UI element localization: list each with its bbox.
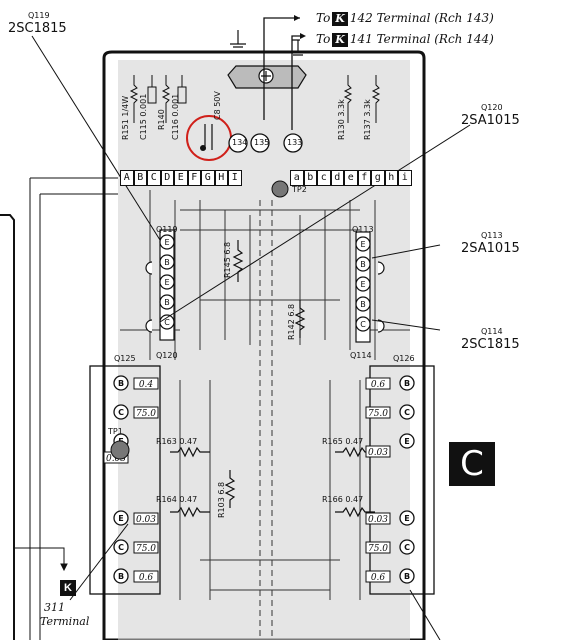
svg-text:0.03: 0.03: [136, 515, 156, 525]
q119-ref: Q119: [28, 11, 50, 20]
left-panel-edge: [0, 214, 15, 640]
r165-label: R165 0.47: [322, 437, 364, 446]
c115-label: C115 0.001: [139, 93, 148, 140]
k-badge: K: [332, 33, 348, 47]
board-outline: [102, 50, 426, 640]
top-resistor-group: [129, 75, 381, 123]
svg-text:B: B: [164, 298, 170, 307]
svg-text:E: E: [360, 280, 365, 289]
q114-board-ref: Q114: [350, 351, 372, 360]
svg-text:E: E: [164, 278, 169, 287]
svg-text:E: E: [360, 240, 365, 249]
k-badge-bottom: K: [60, 580, 76, 596]
q113-part: 2SA1015: [461, 241, 520, 256]
svg-text:75.0: 75.0: [368, 409, 388, 419]
terminal-311-num: 311: [44, 601, 65, 614]
left-transistor-column: [159, 229, 371, 343]
r166-label: R166 0.47: [322, 495, 364, 504]
svg-text:0.6: 0.6: [139, 573, 154, 583]
q125-ref: Q125: [114, 354, 136, 363]
terminal-135: 135: [254, 138, 270, 147]
svg-text:C: C: [118, 408, 124, 417]
r142-label: R142 6.8: [287, 303, 296, 340]
svg-text:0.03: 0.03: [106, 454, 126, 464]
voltage-label: 0.4: [139, 380, 154, 390]
traces: [120, 190, 410, 640]
q120-part: 2SA1015: [461, 113, 520, 128]
svg-text:0.6: 0.6: [371, 573, 386, 583]
svg-text:E: E: [404, 437, 409, 446]
svg-text:B: B: [360, 300, 366, 309]
r140-label: R140: [157, 109, 166, 130]
svg-text:0.6: 0.6: [371, 380, 386, 390]
svg-text:E: E: [404, 514, 409, 523]
q113-board-ref: Q113: [352, 225, 374, 234]
wire-to-142: [263, 17, 300, 120]
wire-to-141: [291, 35, 300, 130]
r145-label: R145 6.8: [223, 241, 232, 278]
q119-board-ref: Q119: [156, 225, 178, 234]
q113-ref: Q113: [481, 231, 503, 240]
q120-board-ref: Q120: [156, 351, 178, 360]
r163-label: R163 0.47: [156, 437, 198, 446]
ground-symbol: [230, 30, 306, 56]
svg-text:B: B: [118, 379, 124, 388]
svg-text:B: B: [404, 379, 410, 388]
terminal-311-text: Terminal: [40, 615, 90, 628]
tp2-test-point: [271, 180, 289, 198]
svg-text:C: C: [164, 318, 170, 327]
q119-part: 2SC1815: [8, 21, 67, 36]
svg-text:0.03: 0.03: [368, 515, 388, 525]
svg-text:75.0: 75.0: [136, 544, 156, 554]
k-badge: K: [332, 12, 348, 26]
svg-text:B: B: [118, 572, 124, 581]
svg-text:75.0: 75.0: [368, 544, 388, 554]
section-c-label: C: [449, 442, 495, 486]
tp1-test-point: [110, 440, 130, 460]
q114-part: 2SC1815: [461, 337, 520, 352]
q120-ref: Q120: [481, 103, 503, 112]
r137-label: R137 3.3k: [363, 99, 372, 140]
svg-text:75.0: 75.0: [136, 409, 156, 419]
leader-lines: [14, 35, 471, 640]
r103-label: R103 6.8: [217, 481, 226, 518]
terminal-134: 134: [232, 138, 248, 147]
terminal-133: 133: [287, 138, 303, 147]
q125-box: [89, 365, 161, 595]
copper-area: [118, 60, 410, 640]
r151-label: R151 1/4W: [121, 95, 130, 140]
tp2-label: TP2: [292, 185, 307, 194]
r130-label: R130 3.3k: [337, 99, 346, 140]
q126-ref: Q126: [393, 354, 415, 363]
q126-box: [369, 365, 435, 595]
svg-text:0.03: 0.03: [368, 448, 388, 458]
q114-ref: Q114: [481, 327, 503, 336]
c116-label: C116 0.001: [171, 93, 180, 140]
pin-e: E: [164, 238, 169, 247]
tp1-label: TP1: [108, 427, 123, 436]
highlighted-cap-label: C8 50V: [213, 91, 222, 120]
svg-text:C: C: [404, 408, 410, 417]
svg-text:C: C: [118, 543, 124, 552]
svg-text:B: B: [360, 260, 366, 269]
svg-text:B: B: [404, 572, 410, 581]
svg-text:C: C: [404, 543, 410, 552]
svg-text:C: C: [360, 320, 366, 329]
r164-label: R164 0.47: [156, 495, 198, 504]
svg-text:B: B: [164, 258, 170, 267]
svg-text:E: E: [118, 514, 123, 523]
terminal-circles: [228, 133, 303, 153]
